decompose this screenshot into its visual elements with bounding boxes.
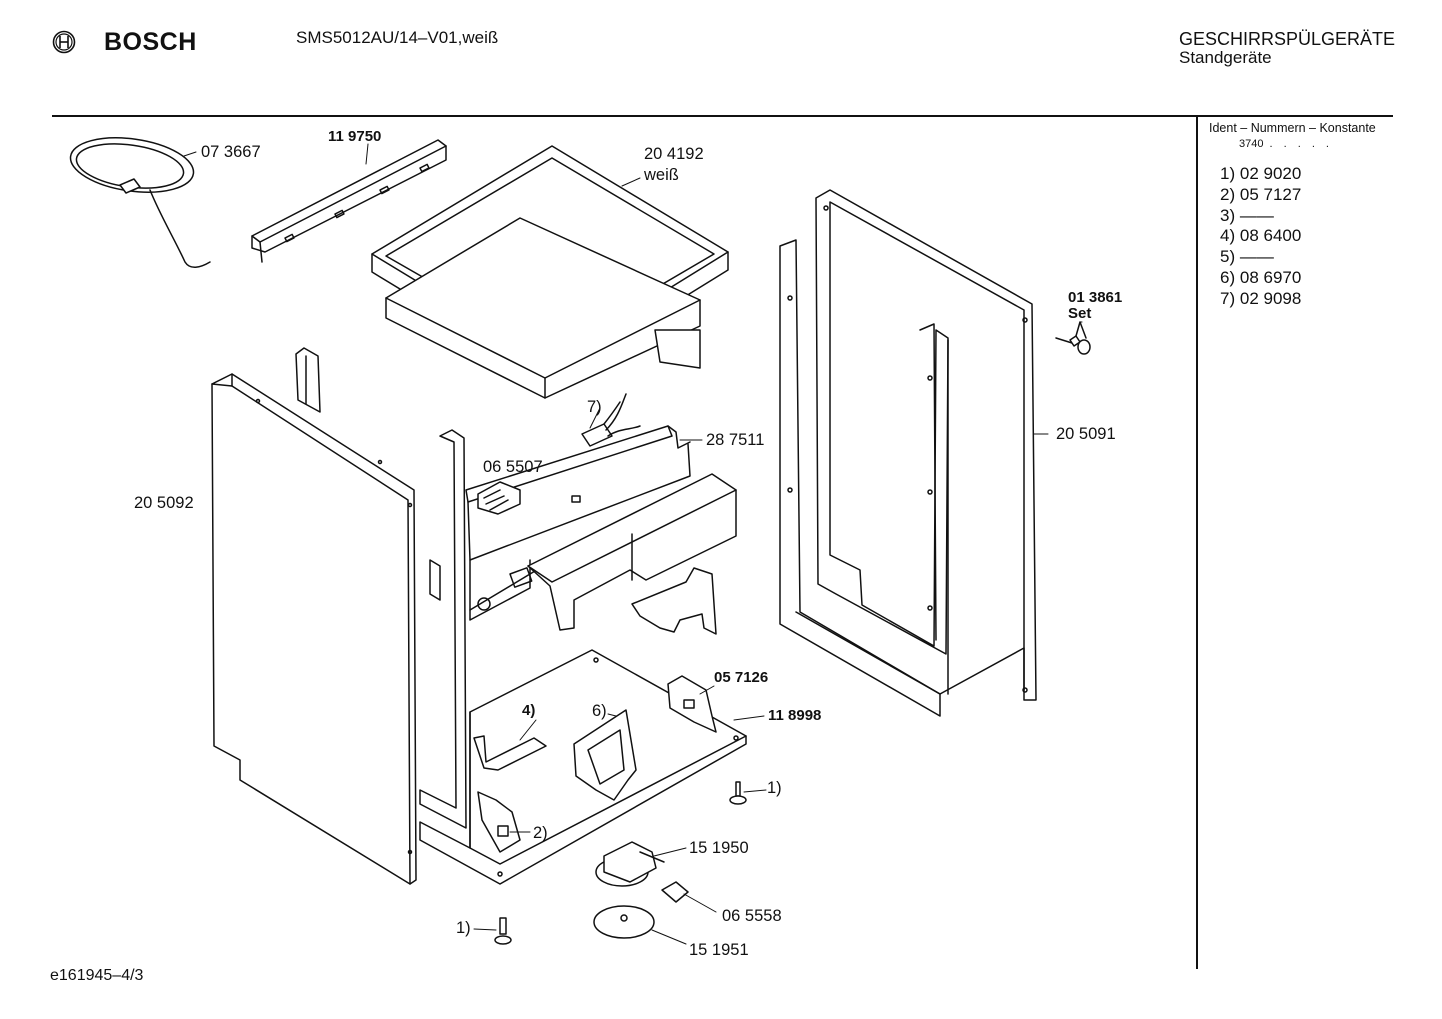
ident-key: 1) [1220,164,1236,183]
ident-list: 1) 02 9020 2) 05 7127 3) —— 4) 08 6400 5… [1220,164,1301,310]
ident-value: 02 9020 [1239,164,1302,183]
insulation-board-part [385,217,701,399]
bosch-logo-icon [52,30,76,54]
ident-value: 08 6400 [1239,226,1302,246]
label-ref4: 4) [522,702,536,719]
ident-value: —— [1239,205,1274,225]
front-frame-part [419,429,467,829]
ident-value: 02 9098 [1239,288,1302,308]
sidebar-divider [1196,117,1198,969]
ident-heading: Ident – Nummern – Konstante [1209,121,1376,135]
ident-item: 6) 08 6970 [1220,268,1301,289]
label-118998: 11 8998 [768,707,822,724]
leader-lines [183,143,1083,945]
ident-key: 7) [1220,288,1236,308]
category-subtitle: Standgeräte [1179,48,1272,67]
pump-bracket-part [573,709,637,801]
adjustable-foot-part [729,781,747,805]
support-bracket-part [631,567,717,635]
label-204192-color: weiß [644,166,679,184]
ident-item: 7) 02 9098 [1220,289,1301,310]
label-205091: 20 5091 [1056,425,1116,443]
holder-bracket-part [667,675,717,733]
right-side-panel-part [779,189,1037,717]
label-151950: 15 1950 [689,839,749,857]
ident-key: 2) [1220,184,1236,204]
inner-support-part [465,425,691,621]
ident-value: —— [1239,247,1274,267]
insulation-block-part [527,473,737,631]
float-disc-part [593,905,655,939]
ident-key: 4) [1220,226,1236,246]
label-ref2: 2) [533,824,548,842]
header-divider [52,115,1393,117]
ident-value: 05 7127 [1239,184,1302,204]
suppressor-capacitor-part [581,393,641,447]
mounting-rail-part [251,139,447,263]
label-ref7: 7) [587,398,602,416]
label-205092: 20 5092 [134,494,194,512]
label-204192: 20 4192 [644,145,704,163]
left-side-panel-part [211,347,417,885]
label-065558: 06 5558 [722,907,782,925]
drain-holder-part [473,735,547,771]
brand-name: BOSCH [104,28,197,56]
label-065507: 06 5507 [483,458,543,476]
category-title: GESCHIRRSPÜLGERÄTE [1179,29,1396,49]
label-057126: 05 7126 [714,669,769,686]
label-013861: 01 3861 [1068,289,1123,306]
label-ref1-foot: 1) [767,779,782,797]
microswitch-part [661,881,689,903]
ident-key: 6) [1220,267,1236,287]
adjustable-foot-part [494,917,512,945]
drawing-code: e161945–4/3 [50,967,144,984]
ident-value: 08 6970 [1239,267,1302,287]
screw-set-part [1055,321,1091,355]
label-ref1-foot-lower: 1) [456,919,471,937]
float-switch-part [595,841,665,887]
hinge-bracket-part [477,791,521,853]
label-119750: 11 9750 [328,128,382,145]
connector-part [477,481,521,515]
ident-dots: . . . . . [1269,138,1333,150]
ident-item: 4) 08 6400 [1220,226,1301,247]
ident-item: 3) —— [1220,206,1301,227]
ident-item: 1) 02 9020 [1220,164,1301,185]
label-073667: 07 3667 [201,143,261,161]
ident-constant: 3740 . . . . . [1239,138,1333,150]
ident-key: 3) [1220,205,1236,225]
ident-key: 5) [1220,247,1236,267]
power-cord-part [69,137,211,268]
ident-item: 5) —— [1220,247,1301,268]
ident-item: 2) 05 7127 [1220,185,1301,206]
label-287511: 28 7511 [706,431,765,449]
label-151951: 15 1951 [689,941,749,959]
label-013861-set: Set [1068,305,1092,322]
label-ref6: 6) [592,702,607,720]
model-number: SMS5012AU/14–V01,weiß [296,28,499,47]
ident-constant-value: 3740 [1239,138,1264,150]
